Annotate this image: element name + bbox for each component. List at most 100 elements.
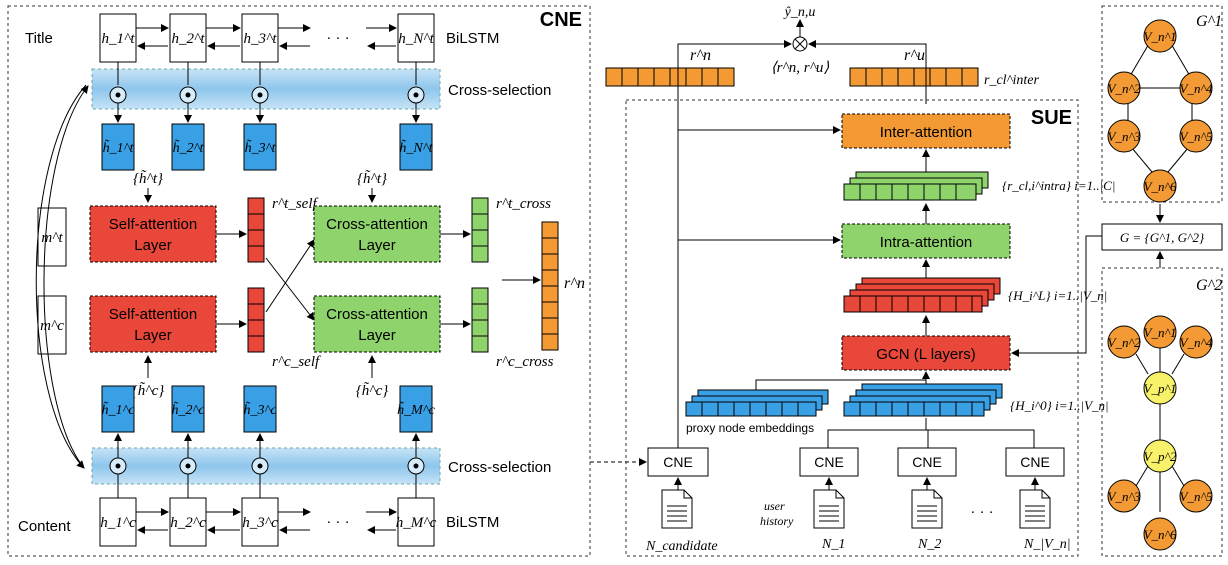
selected-box	[399, 123, 433, 171]
proxy-node	[1143, 371, 1177, 405]
node-label: V_n^4	[1180, 81, 1213, 96]
cne-box	[799, 447, 859, 477]
node-label: V_n^5	[1180, 489, 1213, 504]
gcn-label: GCN (L layers)	[876, 346, 975, 363]
document-icon	[1019, 489, 1051, 529]
title-bilstm: h_1^t h_2^t h_3^t h_N^t · · · BiLSTM	[99, 13, 499, 63]
h-0-set: {H_i^0} i=1..|V_n|	[1010, 398, 1109, 413]
ellipsis: · · ·	[970, 503, 993, 520]
g2-edges	[1135, 346, 1185, 512]
graph-node	[1143, 169, 1177, 203]
proxy-node	[1143, 439, 1177, 473]
graph-node	[1179, 71, 1213, 105]
title-selected: h̃_1^t h̃_2^t h̃_3^t h̃_N^t	[101, 123, 434, 171]
r-cross-c: r^c_cross	[496, 354, 554, 370]
node-label: V_n^3	[1108, 129, 1141, 144]
selected-state: h̃_1^c	[101, 401, 135, 418]
title-state: h_1^t	[102, 31, 136, 47]
news-label: N_|V_n|	[1023, 537, 1071, 552]
sue-panel: SUE Inter-attention {r_cl,i^intra} i=1..…	[625, 99, 1115, 557]
lstm-cell	[169, 497, 207, 547]
memory-title	[37, 207, 67, 267]
content-state: h_2^c	[170, 515, 206, 531]
proxy-label: proxy node embeddings	[686, 421, 814, 435]
node-label: V_n^2	[1108, 81, 1141, 96]
cne-box-label: CNE	[1020, 454, 1050, 470]
document-icon	[911, 489, 943, 529]
node-label: V_n^1	[1144, 325, 1177, 340]
content-set: {h̃^c}	[132, 382, 164, 399]
graph-union-box	[1101, 223, 1223, 251]
content-set: {h̃^c}	[356, 382, 388, 399]
h-l-vectors	[843, 277, 1001, 313]
title-state: h_2^t	[172, 31, 206, 47]
graph-node	[1179, 119, 1213, 153]
document-icon	[813, 489, 845, 529]
self-attention-label: Layer	[134, 237, 172, 254]
g2-nodes	[1107, 315, 1213, 551]
node-label: V_n^6	[1144, 179, 1177, 194]
cne-box	[897, 447, 957, 477]
self-attention-content	[89, 295, 217, 353]
g2-border	[1101, 267, 1223, 557]
r-cl-inter-label: r_cl^inter	[984, 73, 1039, 88]
g1-nodes	[1107, 19, 1213, 203]
inter-attention-box	[841, 113, 1011, 149]
g1-edges	[1127, 41, 1193, 173]
selected-state: h̃_2^c	[171, 401, 205, 418]
lstm-cell	[169, 13, 207, 63]
sue-title: SUE	[1031, 107, 1072, 129]
h-0-vectors	[843, 383, 1003, 417]
node-label: V_n^4	[1180, 335, 1213, 350]
self-attention-label: Self-attention	[109, 216, 197, 233]
content-state: h_1^c	[100, 515, 136, 531]
self-attention-title	[89, 205, 217, 263]
r-n-top-vector	[605, 67, 735, 87]
selected-state: h̃_2^t	[173, 139, 205, 156]
r-self-t: r^t_self	[272, 196, 318, 212]
lstm-cell	[99, 497, 137, 547]
title-set: {h̃^t}	[133, 170, 163, 187]
cross-selection-label: Cross-selection	[448, 459, 551, 476]
document-icon	[661, 489, 693, 529]
selected-state: h̃_3^c	[243, 401, 277, 418]
selected-box	[101, 385, 135, 433]
r-n-top-label: r^n	[690, 47, 711, 64]
cne-box-label: CNE	[912, 454, 942, 470]
content-selection-ops	[109, 433, 425, 498]
title-state: h_N^t	[398, 31, 434, 47]
content-state: h_3^c	[242, 515, 278, 531]
graph-node	[1107, 71, 1141, 105]
r-cl-intra-vectors	[843, 171, 989, 201]
node-label: V_n^1	[1144, 29, 1177, 44]
content-label: Content	[18, 518, 71, 535]
cross-attention-label: Layer	[358, 237, 396, 254]
y-hat: ŷ_n,u	[783, 5, 816, 20]
memory-content	[37, 295, 67, 355]
cross-attention-content	[313, 295, 441, 353]
cne-box-label: CNE	[663, 454, 693, 470]
graph-node	[1143, 315, 1177, 349]
graph-node	[1107, 119, 1141, 153]
documents	[661, 477, 1051, 529]
cne-border	[7, 5, 591, 557]
cne-panel: CNE Title Content h_1^t h_2^t h_3^t h_N^…	[7, 5, 591, 557]
user-history-label: user	[764, 499, 785, 513]
graph-panels: G^1 V_n^1 V_n^2 V_n^4 V_n^3 V_n^5 V_n^6 …	[1101, 5, 1223, 557]
ellipsis: · · ·	[326, 29, 349, 46]
selected-box	[243, 123, 277, 171]
cross-selection-label: Cross-selection	[448, 82, 551, 99]
graph-node	[1179, 479, 1213, 513]
graph-node	[1179, 325, 1213, 359]
r-cross-vectors	[471, 197, 489, 353]
news-label: N_2	[917, 537, 941, 552]
node-label: V_n^6	[1144, 527, 1177, 542]
r-u-label: r^u	[904, 47, 925, 64]
r-self-c: r^c_self	[272, 354, 321, 370]
selected-box	[399, 385, 433, 433]
news-label: N_1	[821, 537, 845, 552]
g1-label: G^1	[1196, 13, 1222, 30]
content-bilstm: h_1^c h_2^c h_3^c h_M^c · · · BiLSTM	[99, 497, 499, 547]
selected-box	[101, 123, 135, 171]
self-attention-label: Self-attention	[109, 306, 197, 323]
